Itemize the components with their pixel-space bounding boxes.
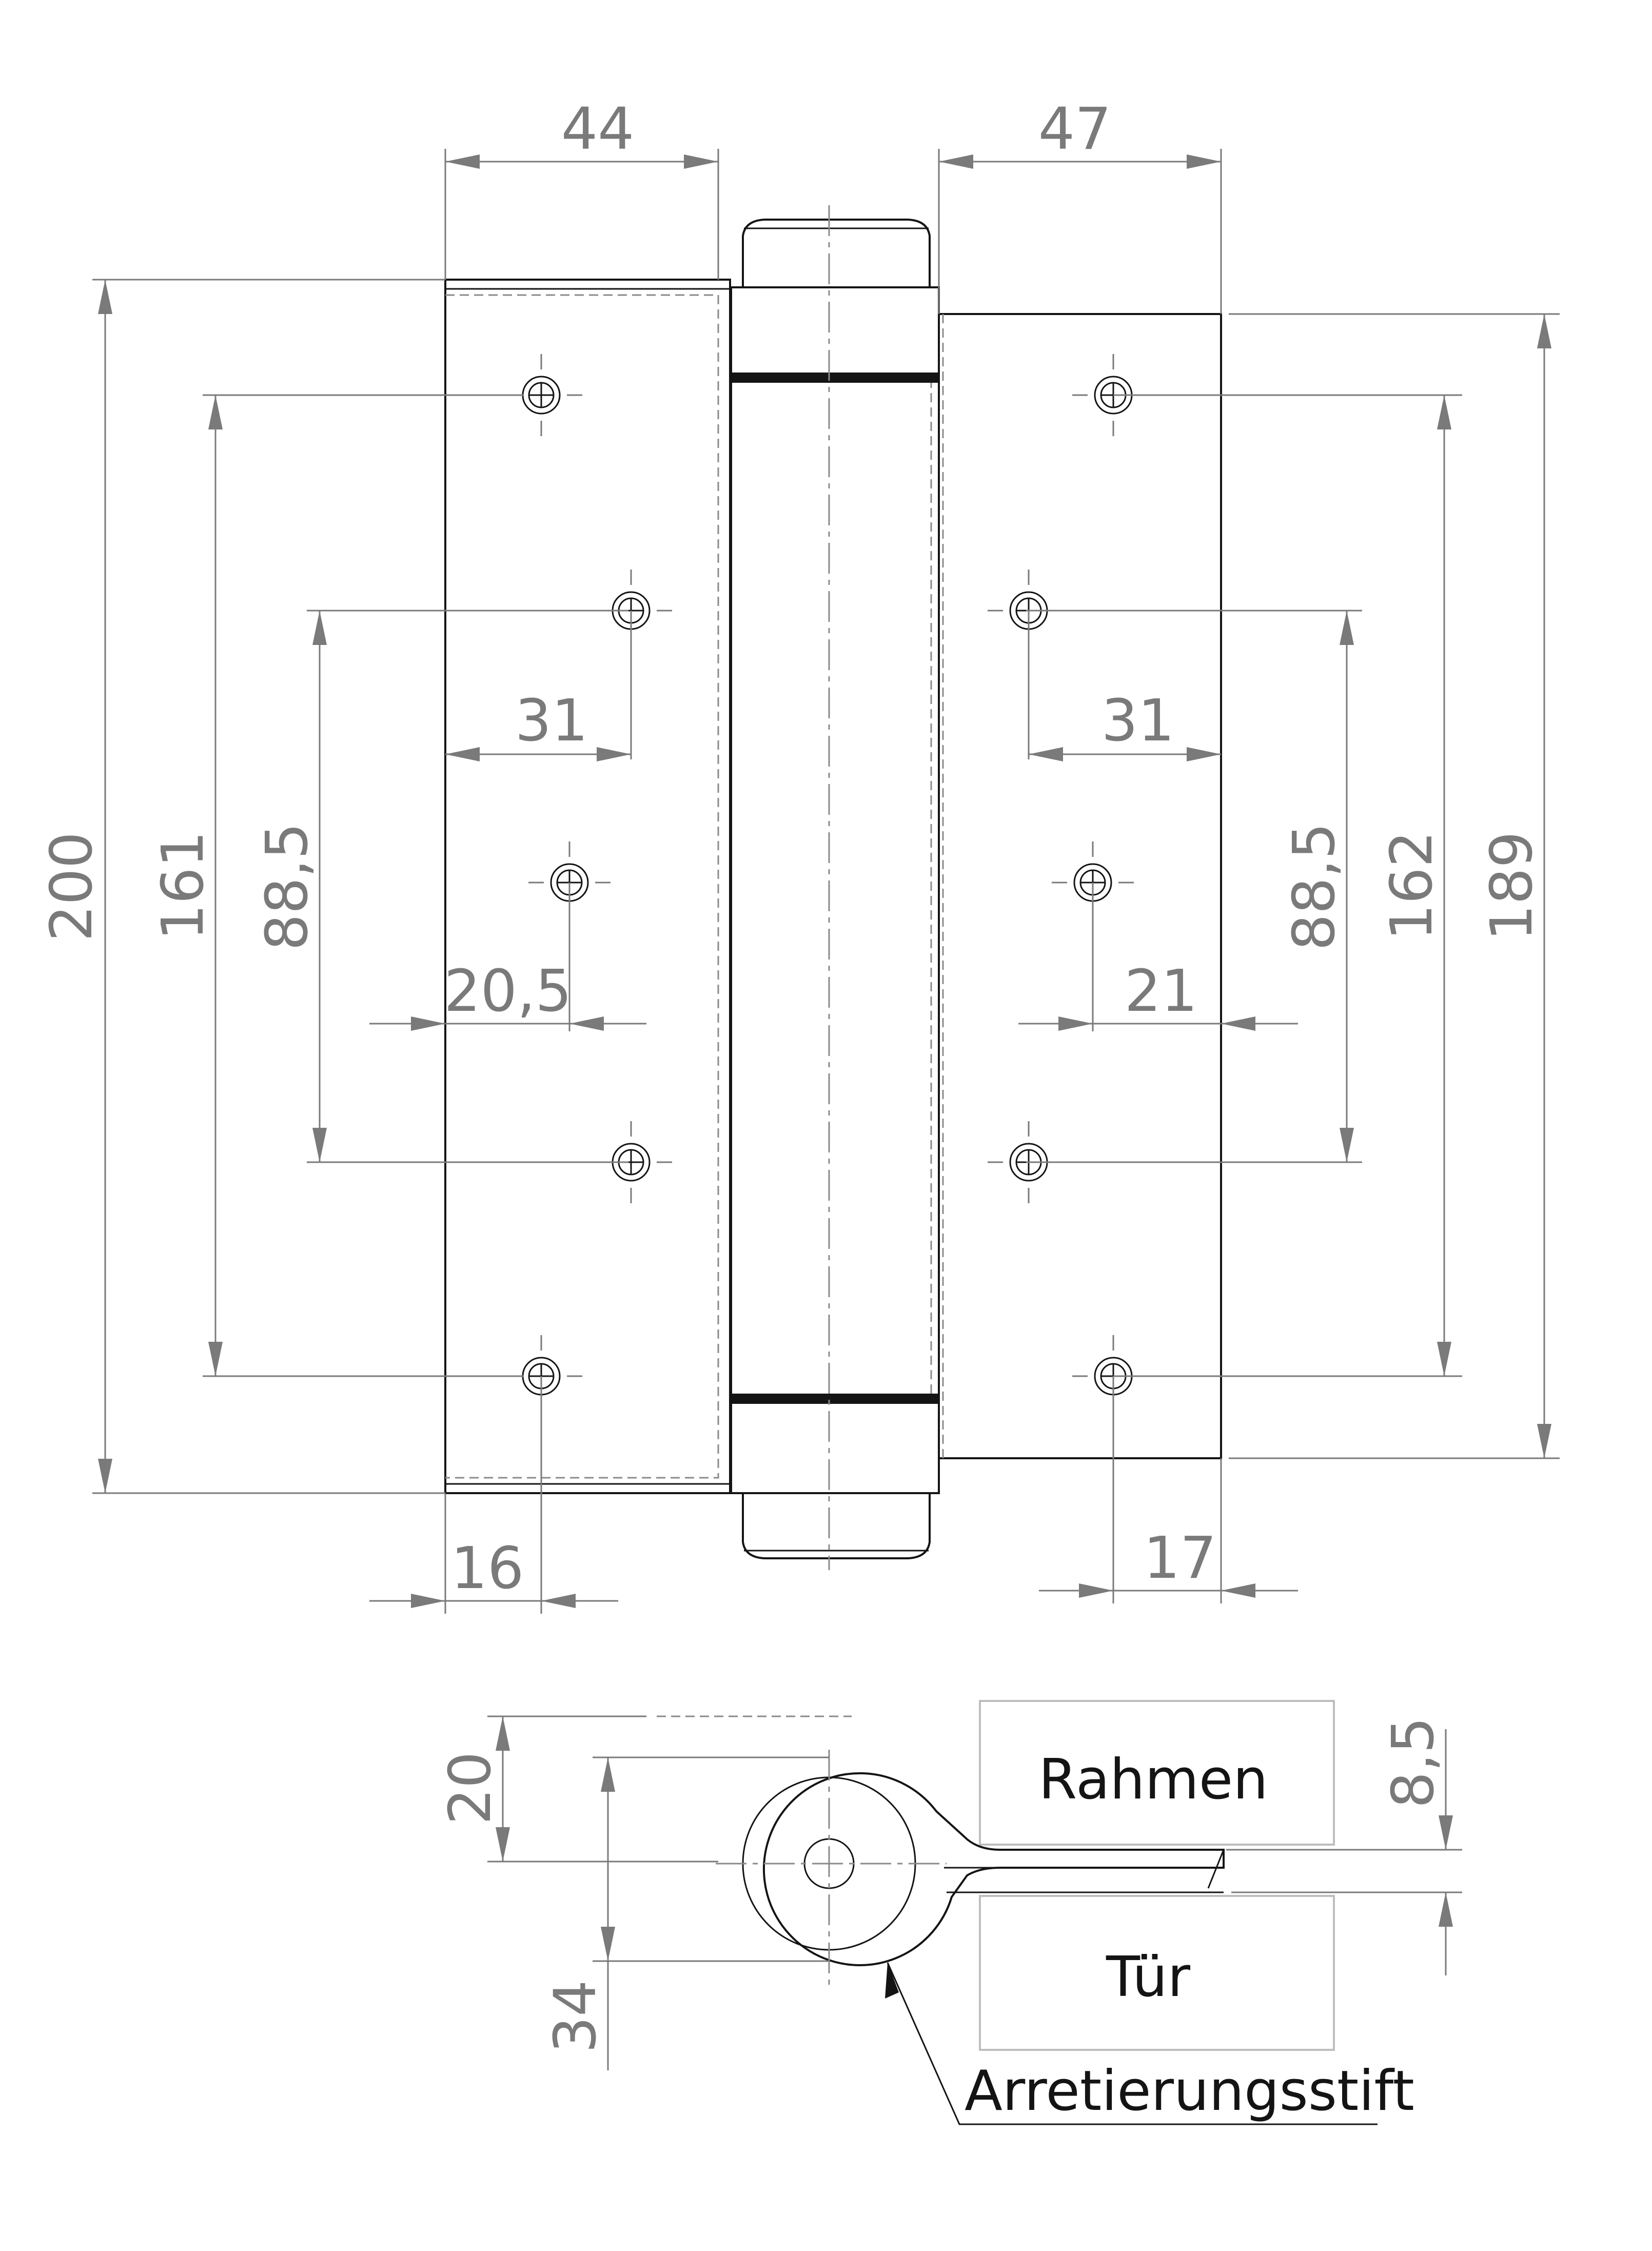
dim-left-outer-hole-inset: 16 [451, 1535, 524, 1602]
spring-barrel [730, 378, 940, 1406]
dim-right-inner-hole-inset: 31 [1102, 688, 1175, 754]
top-dimension-lines [496, 1716, 1453, 2125]
leaf-tip [1207, 1849, 1225, 1889]
top-cap [742, 219, 931, 288]
right-leaf [938, 313, 1222, 1459]
dim-overall-height: 200 [38, 832, 105, 942]
top-collar-band [730, 373, 940, 383]
dim-right-leaf-width: 47 [1038, 96, 1112, 163]
dim-knuckle-radius: 20 [437, 1752, 504, 1825]
knuckle-profile [762, 1772, 1225, 1966]
bottom-cap [742, 1492, 931, 1559]
dim-left-inner-hole-inset: 31 [515, 688, 588, 754]
top-dimension-texts: 20 34 8,5 [437, 1717, 1447, 2053]
extension-lines [92, 149, 1560, 1614]
dim-right-outer-hole-spacing: 162 [1379, 831, 1445, 941]
screw-hole-left-1 [500, 354, 582, 436]
frame-box [979, 1700, 1335, 1846]
dim-left-outer-hole-spacing: 161 [150, 831, 217, 941]
dim-left-leaf-width: 44 [561, 96, 635, 163]
dim-right-leaf-height: 189 [1479, 831, 1545, 941]
dimension-texts: 44 47 200 161 88,5 31 20,5 16 31 21 17 8… [38, 96, 1545, 1602]
top-extension-lines [487, 1715, 1462, 1962]
bottom-collar-band [730, 1394, 940, 1404]
dim-knuckle-to-door: 34 [542, 1980, 609, 2053]
locking-pin-label: Arretierungsstift [965, 2059, 1414, 2123]
dim-right-center-hole-inset: 21 [1125, 958, 1198, 1025]
dim-frame-gap: 8,5 [1380, 1717, 1447, 1808]
dim-left-inner-hole-spacing: 88,5 [254, 823, 321, 950]
dimension-lines [98, 154, 1551, 1608]
dim-right-outer-hole-inset: 17 [1144, 1525, 1217, 1592]
frame-label: Rahmen [1038, 1748, 1268, 1812]
door-box [979, 1895, 1335, 2051]
bottom-collar [730, 1394, 940, 1494]
top-view: Rahmen Tür [437, 1700, 1462, 2125]
dim-right-inner-hole-spacing: 88,5 [1281, 823, 1348, 950]
dim-left-center-hole-inset: 20,5 [444, 958, 572, 1025]
top-collar [730, 286, 940, 380]
door-label: Tür [1106, 1945, 1191, 2009]
front-view: 44 47 200 161 88,5 31 20,5 16 31 21 17 8… [38, 96, 1560, 1614]
left-leaf-hidden-edge [445, 294, 719, 1479]
